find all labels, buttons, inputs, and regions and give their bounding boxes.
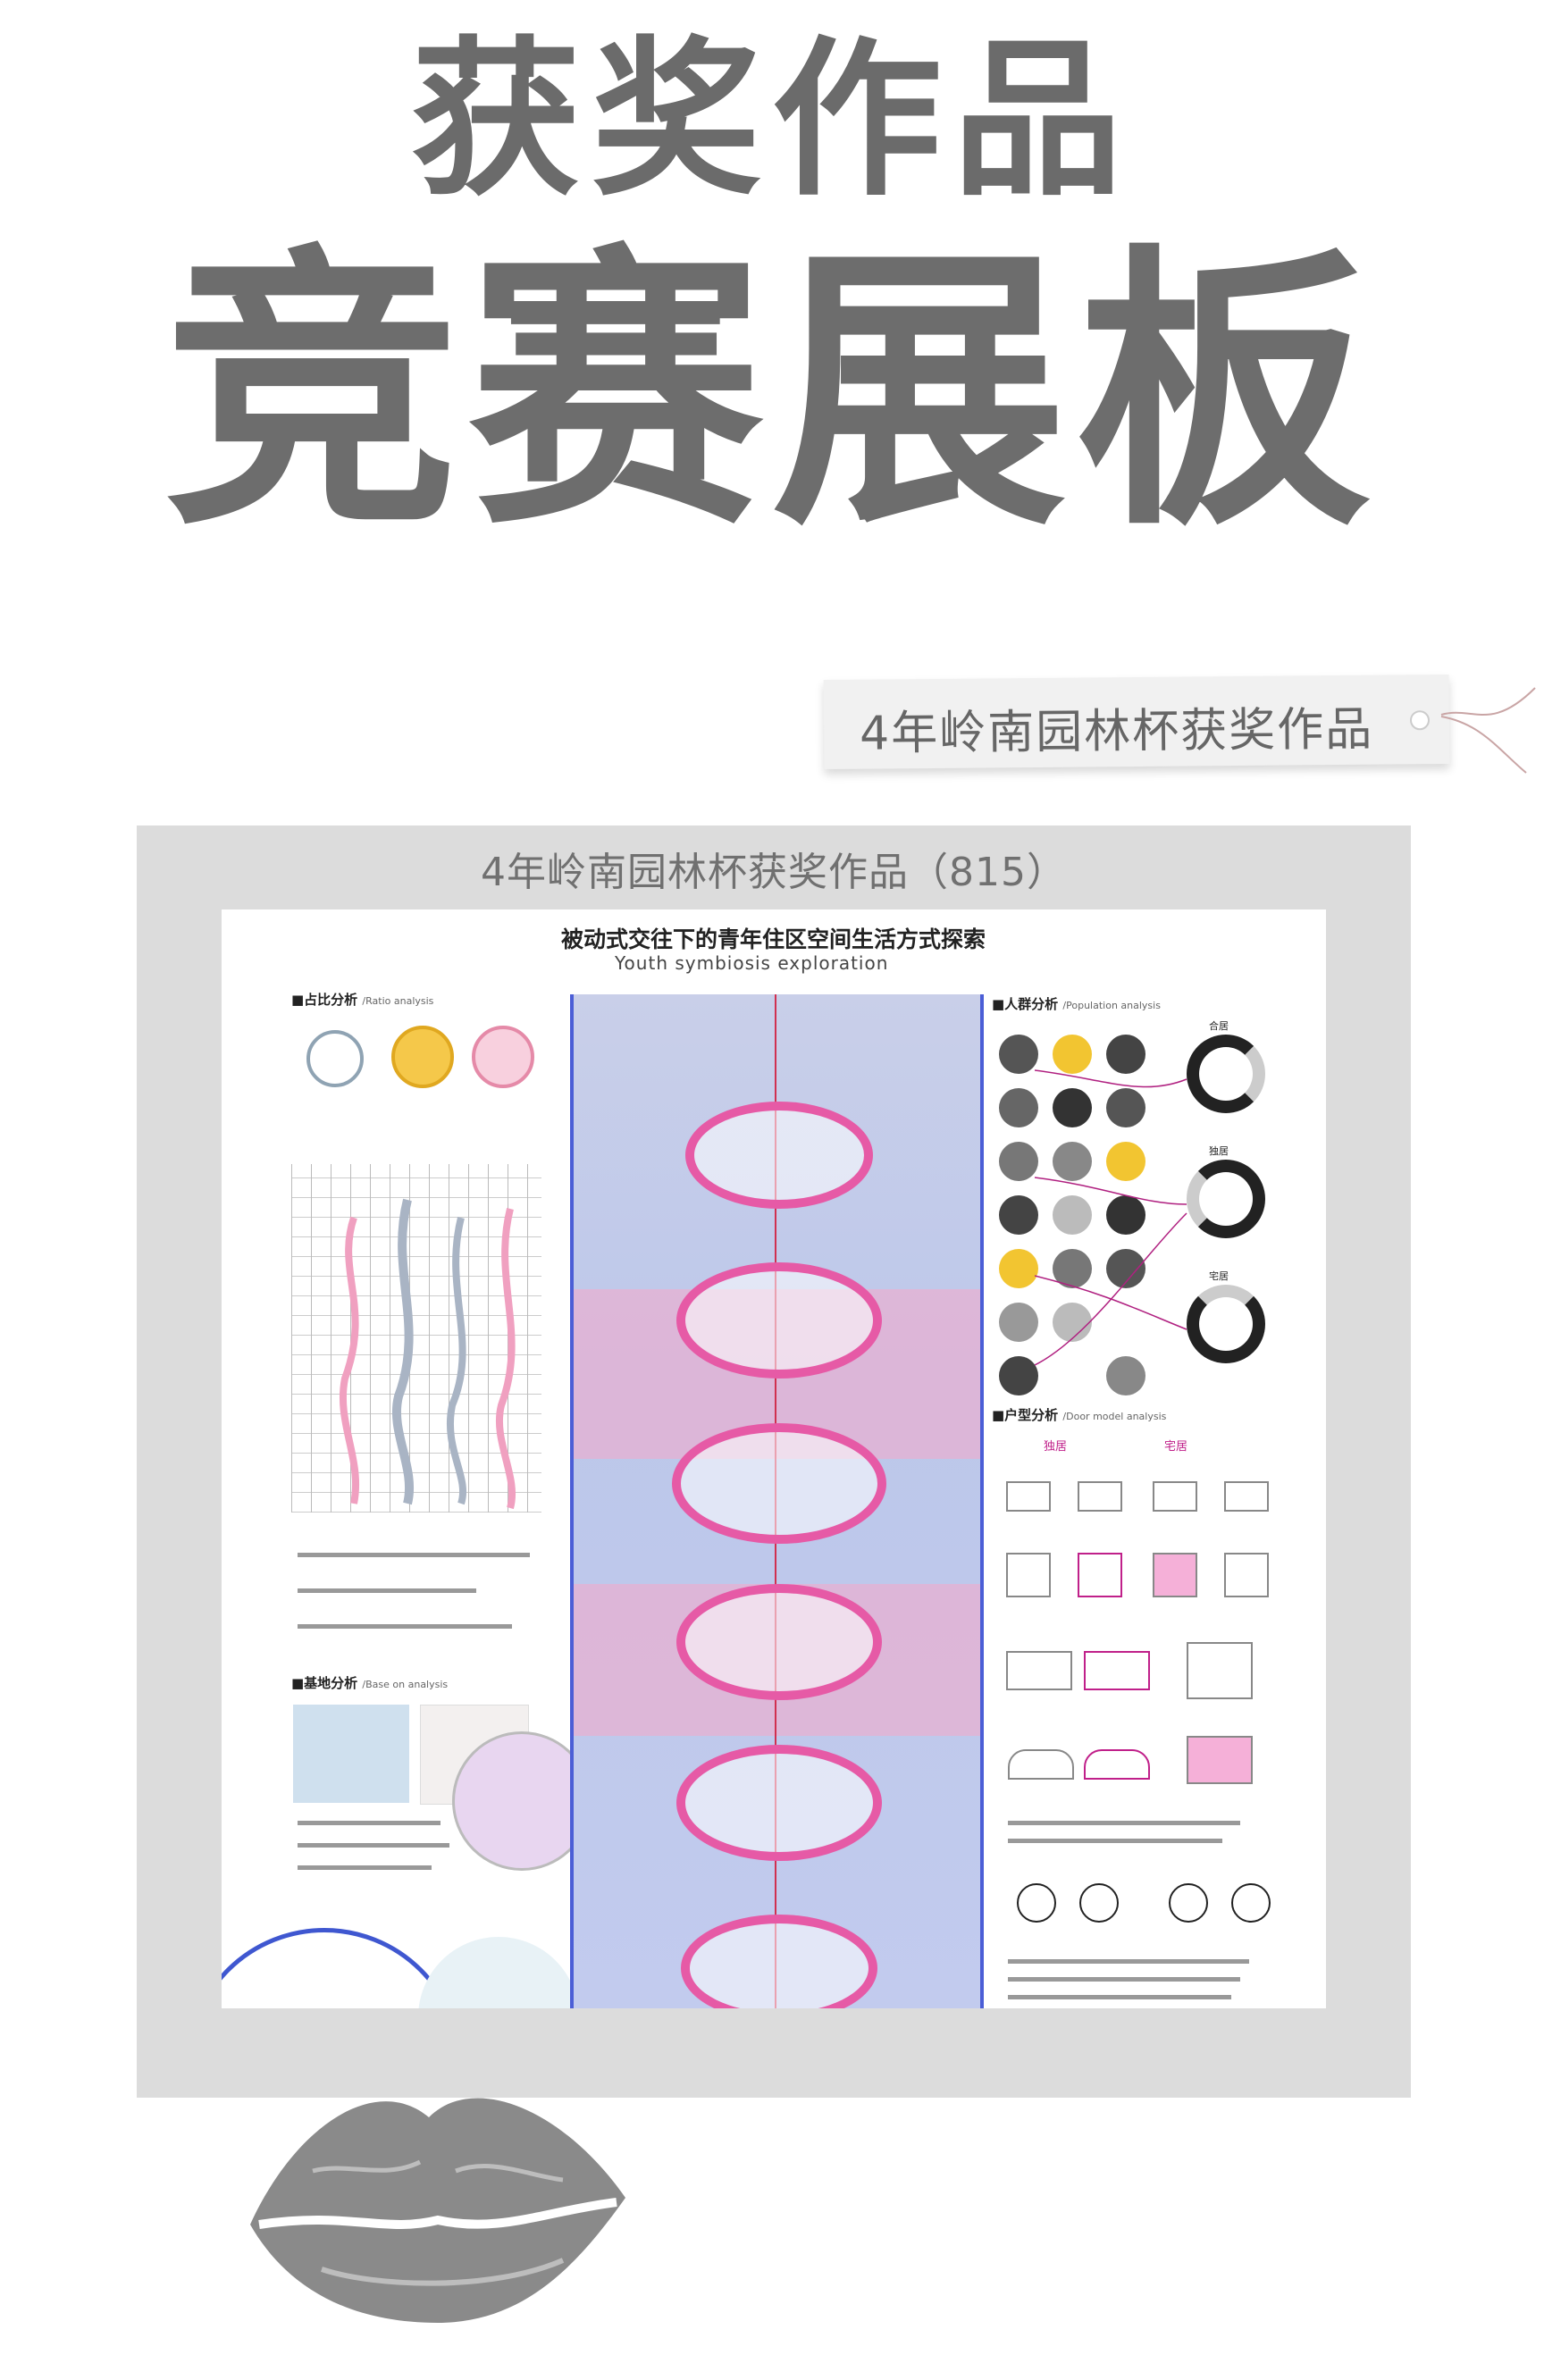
frame-caption: 4年岭南园林杯获奖作品（815）	[481, 850, 1067, 895]
text-line	[1008, 1995, 1231, 1999]
floor-ring	[685, 1102, 873, 1209]
avatar	[999, 1088, 1038, 1127]
section-population: ■人群分析 /Population analysis	[992, 994, 1161, 1013]
pop-label-1: 合居	[1209, 1020, 1229, 1032]
floor-ring	[672, 1423, 886, 1544]
floor-ring	[676, 1745, 882, 1861]
unit-block	[1078, 1481, 1122, 1512]
main-title: 竞赛展板	[164, 222, 1380, 565]
unit-block	[1084, 1651, 1150, 1690]
competition-board: 被动式交往下的青年住区空间生活方式探索 Youth symbiosis expl…	[222, 909, 1326, 2008]
text-line	[1008, 1821, 1240, 1825]
avatar	[1106, 1142, 1145, 1181]
pop-label-3: 宅居	[1209, 1270, 1229, 1282]
unit-block	[1006, 1553, 1051, 1597]
diagram-circle	[1079, 1883, 1119, 1923]
section-base-cn: ■基地分析	[291, 1675, 358, 1691]
section-ratio-cn: ■占比分析	[291, 992, 358, 1008]
board-title: 被动式交往下的青年住区空间生活方式探索	[561, 926, 986, 952]
diagram-circle	[1017, 1883, 1056, 1923]
unit-block	[1153, 1553, 1197, 1597]
section-ratio: ■占比分析 /Ratio analysis	[291, 990, 433, 1009]
lips-icon	[250, 2098, 625, 2323]
avatar	[1106, 1035, 1145, 1074]
section-population-en: /Population analysis	[1062, 1000, 1161, 1011]
section-population-cn: ■人群分析	[992, 996, 1059, 1012]
diagram-circle	[1231, 1883, 1271, 1923]
text-line	[298, 1588, 476, 1593]
center-axonometric-panel	[570, 994, 984, 2008]
rendering-circle	[452, 1731, 592, 1871]
tag-string-icon	[1440, 687, 1536, 774]
ratio-donut-3	[472, 1026, 534, 1088]
section-base: ■基地分析 /Base on analysis	[291, 1673, 448, 1692]
unit-block	[1224, 1481, 1269, 1512]
section-door-cn: ■户型分析	[992, 1407, 1059, 1423]
base-map	[293, 1705, 409, 1803]
door-label-1: 独居	[1044, 1440, 1068, 1454]
pop-donut-1	[1187, 1035, 1265, 1113]
section-door-en: /Door model analysis	[1062, 1411, 1167, 1422]
text-line	[1008, 1959, 1249, 1964]
poster-frame: 4年岭南园林杯获奖作品（815） 被动式交往下的青年住区空间生活方式探索 You…	[137, 825, 1411, 2098]
avatar	[1106, 1356, 1145, 1395]
unit-block	[1187, 1736, 1253, 1784]
door-label-2: 宅居	[1164, 1440, 1188, 1454]
text-line	[298, 1843, 449, 1848]
section-base-en: /Base on analysis	[362, 1679, 449, 1690]
avatar	[1106, 1195, 1145, 1235]
ratio-donut-2	[391, 1026, 454, 1088]
avatar	[1053, 1303, 1092, 1342]
pop-donut-3	[1187, 1285, 1265, 1363]
avatar	[1053, 1088, 1092, 1127]
floor-ring	[681, 1915, 877, 2008]
unit-block	[1224, 1553, 1269, 1597]
avatar	[1053, 1142, 1092, 1181]
floor-ring	[676, 1584, 882, 1700]
unit-block	[1153, 1481, 1197, 1512]
tag-hole-icon	[1409, 710, 1431, 731]
text-line	[298, 1865, 432, 1870]
label-tag: 4年岭南园林杯获奖作品	[823, 674, 1450, 770]
diagram-circle	[1169, 1883, 1208, 1923]
avatar	[1053, 1195, 1092, 1235]
unit-block	[1008, 1749, 1074, 1780]
text-line	[1008, 1977, 1240, 1982]
floor-ring	[676, 1262, 882, 1379]
unit-block	[1006, 1651, 1072, 1690]
ratio-chart-grid	[291, 1164, 541, 1513]
tag-label: 4年岭南园林杯获奖作品	[859, 702, 1374, 761]
section-ratio-en: /Ratio analysis	[362, 995, 434, 1007]
unit-block	[1084, 1749, 1150, 1780]
section-door: ■户型分析 /Door model analysis	[992, 1405, 1166, 1424]
avatar	[999, 1249, 1038, 1288]
avatar	[999, 1035, 1038, 1074]
unit-block	[1006, 1481, 1051, 1512]
bottom-circle	[418, 1937, 579, 2008]
connection-lines-icon	[1035, 1069, 1187, 1366]
ratio-donut-1	[306, 1030, 364, 1087]
text-line	[1008, 1839, 1222, 1843]
top-title: 获奖作品	[410, 21, 1133, 219]
text-line	[298, 1553, 530, 1557]
board-subtitle: Youth symbiosis exploration	[615, 952, 889, 974]
avatar	[999, 1356, 1038, 1395]
unit-block	[1078, 1553, 1122, 1597]
ratio-violin-icon	[339, 1198, 516, 1510]
avatar	[999, 1303, 1038, 1342]
avatar	[1106, 1088, 1145, 1127]
unit-block	[1187, 1642, 1253, 1699]
avatar	[999, 1195, 1038, 1235]
avatar	[1053, 1035, 1092, 1074]
pop-donut-2	[1187, 1160, 1265, 1238]
text-line	[298, 1624, 512, 1629]
avatar	[999, 1142, 1038, 1181]
pop-label-2: 独居	[1209, 1145, 1229, 1157]
text-line	[298, 1821, 441, 1825]
